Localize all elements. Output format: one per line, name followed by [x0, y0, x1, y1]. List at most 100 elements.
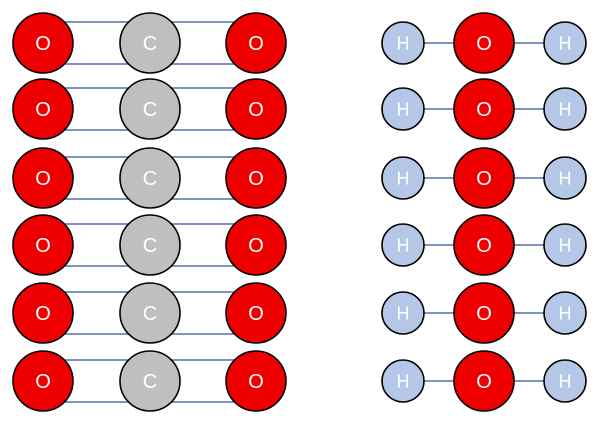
atom-label: O	[476, 235, 492, 257]
atom-label: H	[559, 99, 572, 119]
hydrogen-atom-circle	[543, 223, 587, 267]
carbon-atom: C	[119, 282, 181, 344]
atom-label: H	[397, 371, 410, 391]
atom-label: C	[143, 99, 157, 121]
atom-label: H	[397, 303, 410, 323]
carbon-atom-circle	[119, 78, 181, 140]
hydrogen-atom: H	[381, 223, 425, 267]
oxygen-atom-circle	[225, 78, 287, 140]
carbon-atom-circle	[119, 282, 181, 344]
oxygen-atom: O	[12, 78, 74, 140]
oxygen-atom: O	[12, 214, 74, 276]
oxygen-atom-circle	[225, 350, 287, 412]
carbon-atom: C	[119, 214, 181, 276]
carbon-atom: C	[119, 350, 181, 412]
atom-label: H	[397, 168, 410, 188]
carbon-atom-circle	[119, 147, 181, 209]
carbon-atom: C	[119, 78, 181, 140]
hydrogen-atom-circle	[543, 156, 587, 200]
hydrogen-atom: H	[543, 156, 587, 200]
atom-label: O	[248, 303, 264, 325]
hydrogen-atom: H	[381, 156, 425, 200]
atom-label: O	[35, 99, 51, 121]
atom-label: H	[559, 33, 572, 53]
oxygen-atom-circle	[225, 147, 287, 209]
oxygen-atom: O	[225, 78, 287, 140]
atom-label: O	[248, 33, 264, 55]
atom-label: O	[35, 371, 51, 393]
hydrogen-atom: H	[543, 87, 587, 131]
oxygen-atom: O	[12, 350, 74, 412]
oxygen-atom-circle	[225, 282, 287, 344]
atom-label: O	[35, 168, 51, 190]
hydrogen-atom-circle	[543, 291, 587, 335]
hydrogen-atom: H	[381, 291, 425, 335]
atom-label: O	[35, 33, 51, 55]
carbon-atom: C	[119, 147, 181, 209]
atom-label: O	[476, 99, 492, 121]
oxygen-atom-circle	[453, 12, 515, 74]
atom-label: H	[397, 235, 410, 255]
hydrogen-atom-circle	[543, 21, 587, 65]
oxygen-atom-circle	[12, 282, 74, 344]
atom-label: H	[559, 168, 572, 188]
oxygen-atom: O	[453, 350, 515, 412]
hydrogen-atom-circle	[381, 21, 425, 65]
hydrogen-atom-circle	[381, 291, 425, 335]
atom-label: O	[476, 33, 492, 55]
atom-label: H	[397, 99, 410, 119]
atom-label: H	[559, 235, 572, 255]
oxygen-atom: O	[225, 350, 287, 412]
oxygen-atom: O	[453, 214, 515, 276]
atom-label: C	[143, 371, 157, 393]
oxygen-atom: O	[225, 214, 287, 276]
atom-label: H	[397, 33, 410, 53]
oxygen-atom-circle	[453, 78, 515, 140]
carbon-atom: C	[119, 12, 181, 74]
oxygen-atom: O	[12, 12, 74, 74]
hydrogen-atom-circle	[543, 359, 587, 403]
hydrogen-atom: H	[381, 87, 425, 131]
oxygen-atom-circle	[453, 282, 515, 344]
atom-label: C	[143, 235, 157, 257]
oxygen-atom: O	[453, 12, 515, 74]
atom-label: O	[476, 168, 492, 190]
hydrogen-atom: H	[543, 359, 587, 403]
oxygen-atom-circle	[453, 350, 515, 412]
oxygen-atom: O	[225, 12, 287, 74]
atom-label: O	[476, 371, 492, 393]
atom-label: O	[35, 303, 51, 325]
hydrogen-atom: H	[381, 359, 425, 403]
atom-label: H	[559, 371, 572, 391]
oxygen-atom-circle	[12, 12, 74, 74]
hydrogen-atom-circle	[543, 87, 587, 131]
oxygen-atom: O	[225, 147, 287, 209]
atom-label: H	[559, 303, 572, 323]
atom-label: C	[143, 168, 157, 190]
oxygen-atom-circle	[12, 350, 74, 412]
oxygen-atom: O	[12, 147, 74, 209]
oxygen-atom-circle	[12, 214, 74, 276]
atom-label: C	[143, 33, 157, 55]
atom-label: C	[143, 303, 157, 325]
oxygen-atom-circle	[225, 214, 287, 276]
hydrogen-atom: H	[543, 21, 587, 65]
hydrogen-atom-circle	[381, 359, 425, 403]
atom-label: O	[35, 235, 51, 257]
oxygen-atom: O	[453, 78, 515, 140]
hydrogen-atom: H	[381, 21, 425, 65]
oxygen-atom-circle	[453, 147, 515, 209]
hydrogen-atom: H	[543, 291, 587, 335]
oxygen-atom-circle	[225, 12, 287, 74]
oxygen-atom: O	[12, 282, 74, 344]
